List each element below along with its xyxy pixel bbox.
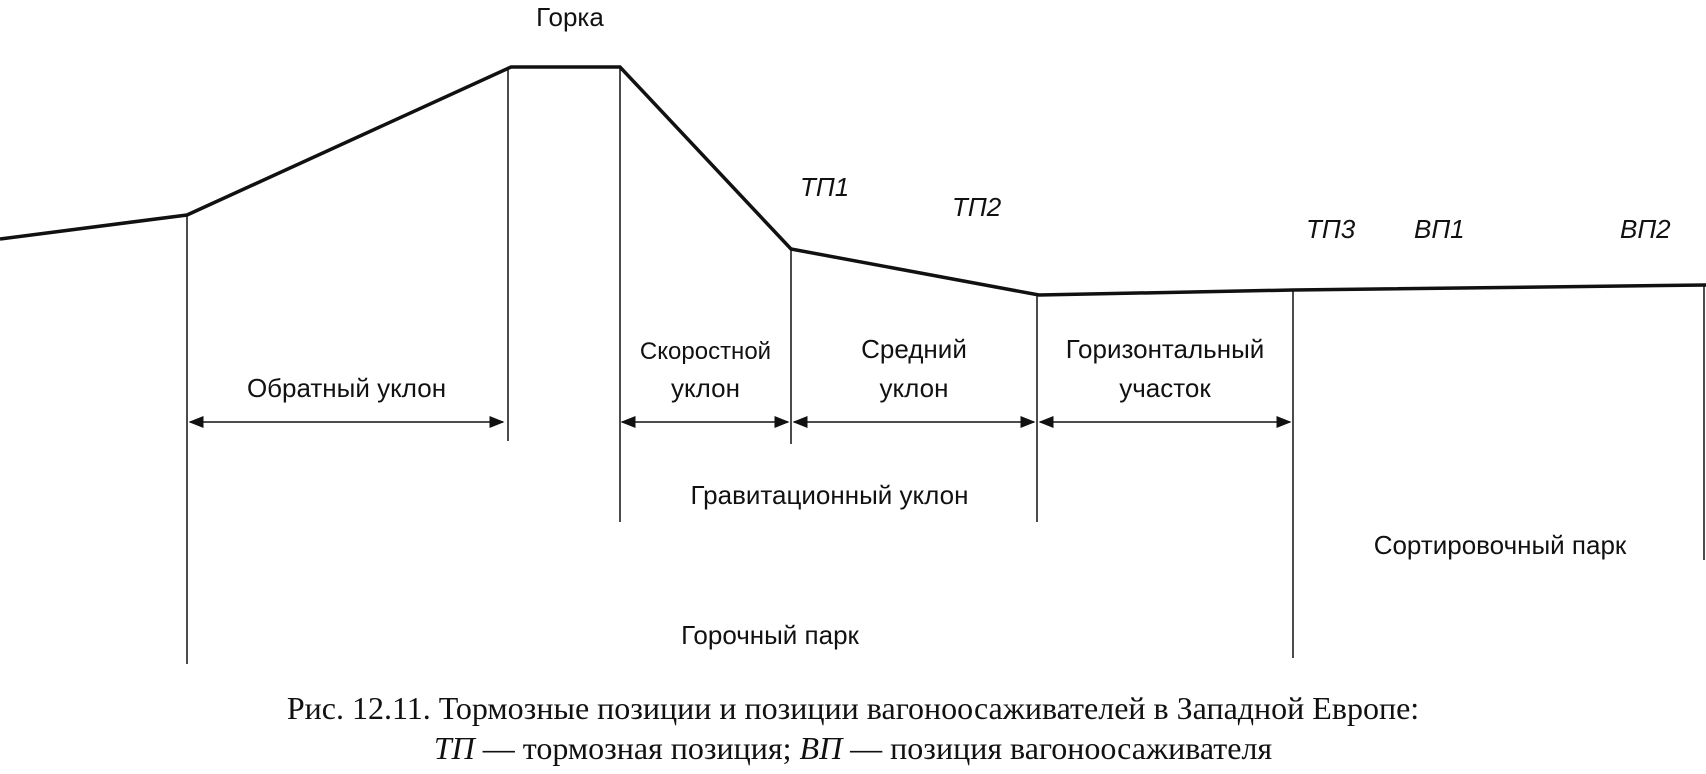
label-horizontal-2: участок xyxy=(1119,373,1211,403)
caption-vp-definition: — позиция вагоноосаживателя xyxy=(842,730,1273,766)
label-tp1: ТП1 xyxy=(800,172,850,202)
label-sredny-1: Средний xyxy=(861,334,967,364)
label-horizontal-1: Горизонтальный xyxy=(1065,334,1265,364)
label-obratny-uklon: Обратный уклон xyxy=(246,373,447,403)
label-gorka: Горка xyxy=(536,2,604,32)
label-skorostnoy-2: уклон xyxy=(671,373,740,403)
label-tp2: ТП2 xyxy=(952,192,1002,222)
caption-vp-abbr: ВП xyxy=(799,730,843,766)
label-skorostnoy-1: Скоростной xyxy=(639,338,772,365)
label-vp2: ВП2 xyxy=(1620,214,1671,244)
caption-line-2: ТП — тормозная позиция; ВП — позиция ваг… xyxy=(0,730,1706,767)
label-hump-yard: Горочный парк xyxy=(681,620,859,650)
caption-tp-abbr: ТП xyxy=(433,730,475,766)
label-vp1: ВП1 xyxy=(1414,214,1465,244)
label-sorting-yard: Сортировочный парк xyxy=(1373,530,1627,560)
label-tp3: ТП3 xyxy=(1306,214,1356,244)
caption-line-1: Рис. 12.11. Тормозные позиции и позиции … xyxy=(286,690,1420,726)
label-sredny-2: уклон xyxy=(879,373,949,403)
label-gravitational-slope: Гравитационный уклон xyxy=(690,480,969,510)
caption-tp-definition: — тормозная позиция; xyxy=(474,730,800,766)
track-profile-line xyxy=(0,65,1706,297)
